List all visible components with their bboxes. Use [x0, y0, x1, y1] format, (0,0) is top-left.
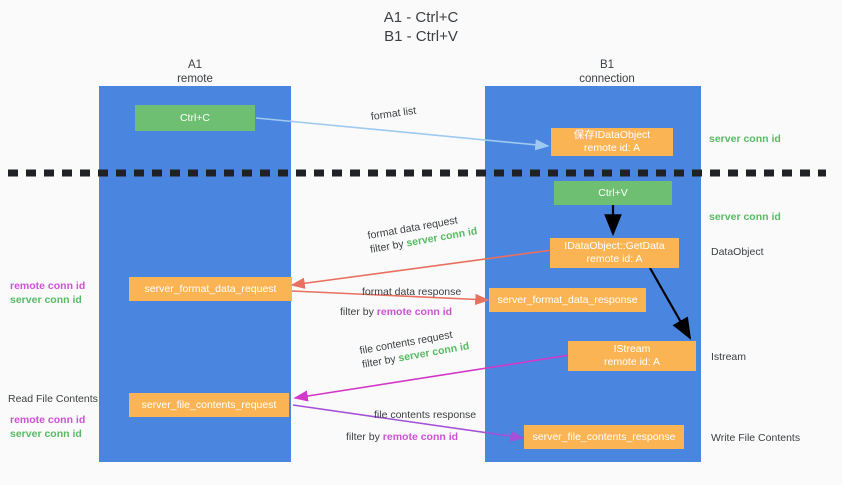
column-header-b1: B1 connection: [507, 58, 707, 86]
box-idataobject-create-line1: 保存IDataObject: [573, 129, 651, 141]
box-ctrl-v-label: Ctrl+V: [598, 186, 628, 199]
left-annotation-server-conn-id-2: server conn id: [10, 428, 82, 440]
right-annotation-istream: Istream: [711, 351, 747, 363]
edge-label-format-data-response-filter: filter by remote conn id: [340, 305, 461, 319]
left-annotation-read-file-contents-group: Read File Contents: [8, 392, 98, 406]
left-annotation-remote-conn-id-1: remote conn id: [10, 280, 86, 292]
box-idataobject-getdata-line1: IDataObject::GetData: [564, 240, 665, 252]
box-ctrl-v[interactable]: Ctrl+V: [554, 181, 672, 205]
box-server-file-contents-response-label: server_file_contents_response: [532, 430, 676, 443]
box-server-file-contents-request[interactable]: server_file_contents_request: [129, 393, 289, 417]
box-ctrl-c-label: Ctrl+C: [179, 111, 211, 124]
title-line-1: A1 - Ctrl+C: [383, 9, 459, 26]
box-idataobject-getdata-line2: remote id: A: [586, 253, 643, 265]
box-istream-line1: IStream: [613, 343, 651, 355]
edge-label-file-contents-response: file contents response filter by remote …: [346, 408, 477, 444]
edge-label-file-contents-response-text: file contents response: [374, 409, 477, 421]
edge-label-format-data-response: format data response filter by remote co…: [340, 285, 462, 319]
edge-label-format-list-text: format list: [370, 104, 417, 123]
filter-value-remote-conn-id: remote conn id: [376, 306, 453, 318]
edge-label-file-contents-response-filter: filter by remote conn id: [346, 430, 476, 444]
box-idataobject-getdata[interactable]: IDataObject::GetData remote id: A: [550, 238, 679, 268]
box-server-format-data-response-label: server_format_data_response: [497, 293, 638, 306]
edge-label-format-data-request: format data request filter by server con…: [367, 210, 479, 256]
left-annotation-server-conn-id-1: server conn id: [10, 294, 82, 306]
box-server-format-data-request[interactable]: server_format_data_request: [129, 277, 292, 301]
left-annotation-read-file-contents: Read File Contents: [8, 393, 98, 405]
left-annotation-conn-pair-1: remote conn id server conn id: [10, 279, 85, 307]
right-annotation-data-object: DataObject: [711, 246, 764, 258]
left-annotation-remote-conn-id-2: remote conn id: [10, 414, 86, 426]
box-ctrl-c[interactable]: Ctrl+C: [135, 105, 255, 131]
column-header-a1: A1 remote: [95, 58, 295, 86]
right-annotation-server-conn-id-2: server conn id: [709, 211, 781, 223]
left-annotation-conn-pair-2: remote conn id server conn id: [10, 413, 85, 441]
column-header-a1-sub: remote: [177, 73, 213, 85]
box-server-format-data-request-label: server_format_data_request: [144, 282, 277, 295]
edge-label-format-list: format list: [370, 104, 417, 124]
filter-value-remote-conn-id: remote conn id: [382, 431, 459, 443]
filter-prefix: filter by: [340, 306, 377, 318]
edge-label-file-contents-request: file contents request filter by server c…: [359, 325, 471, 371]
edge-label-format-data-response-text: format data response: [362, 286, 462, 298]
filter-prefix: filter by: [346, 431, 383, 443]
box-idataobject-create[interactable]: 保存IDataObject remote id: A: [551, 128, 673, 156]
title-line-2: B1 - Ctrl+V: [384, 28, 458, 45]
box-istream-line2: remote id: A: [603, 356, 661, 368]
column-header-b1-sub: connection: [579, 73, 635, 85]
box-server-file-contents-request-label: server_file_contents_request: [141, 398, 277, 411]
box-server-format-data-response[interactable]: server_format_data_response: [489, 288, 646, 312]
right-annotation-write-file-contents: Write File Contents: [711, 432, 801, 444]
box-istream[interactable]: IStream remote id: A: [568, 341, 696, 371]
box-server-file-contents-response[interactable]: server_file_contents_response: [524, 425, 684, 449]
page-title: A1 - Ctrl+C B1 - Ctrl+V: [0, 8, 842, 46]
column-header-b1-name: B1: [599, 59, 615, 71]
column-header-a1-name: A1: [187, 59, 203, 71]
right-annotation-server-conn-id-1: server conn id: [709, 133, 781, 145]
box-idataobject-create-line2: remote id: A: [583, 142, 641, 154]
